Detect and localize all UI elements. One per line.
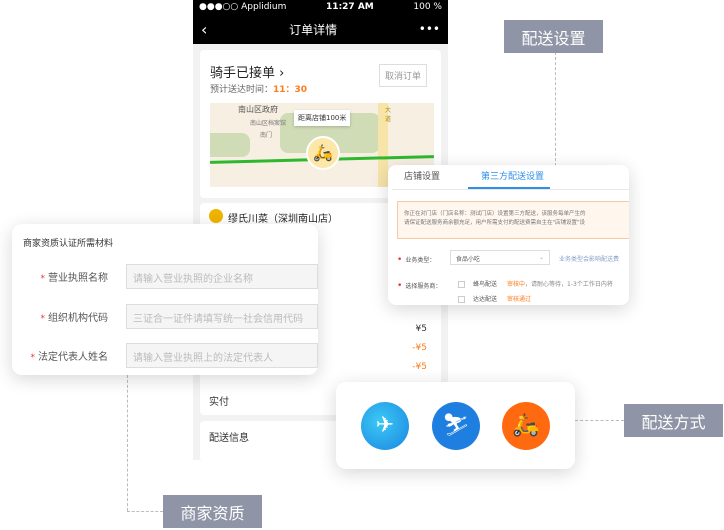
- clock: 11:27 AM: [326, 2, 374, 12]
- status-bar: ●●●○○ Applidium 11:27 AM 100 %: [193, 0, 448, 14]
- notice-box: 你正在对门店（门店名称：测试门店）设置第三方配送，该服务每单产生的 请保证配送服…: [397, 201, 629, 239]
- license-name-input[interactable]: 请输入营业执照的企业名称: [126, 264, 318, 289]
- qualification-panel: 商家资质认证所需材料 *营业执照名称 请输入营业执照的企业名称 *组织机构代码 …: [12, 224, 318, 375]
- provider-label: •选择服务商：: [397, 281, 442, 291]
- more-icon[interactable]: •••: [418, 22, 440, 36]
- field-label: *营业执照名称: [40, 273, 109, 284]
- tab-third-party-delivery[interactable]: 第三方配送设置: [481, 172, 545, 182]
- scooter-delivery-icon[interactable]: 🛵: [502, 402, 550, 450]
- notice-text: 你正在对门店（门店名称：测试门店）设置第三方配送，该服务每单产生的: [404, 211, 586, 217]
- biz-type-label: •业务类型：: [397, 255, 436, 265]
- dada-delivery-icon[interactable]: ⛷: [432, 402, 480, 450]
- connector-line: [127, 511, 163, 512]
- carrier: ●●●○○ Applidium: [199, 2, 287, 12]
- map-poi: 南门: [260, 132, 273, 139]
- back-icon[interactable]: ‹: [201, 19, 208, 39]
- provider-option[interactable]: 蜂鸟配送审核中，请耐心等待，1-3个工作日内将: [458, 279, 613, 288]
- legal-rep-input[interactable]: 请输入营业执照上的法定代表人: [126, 343, 318, 368]
- checkbox[interactable]: [458, 281, 465, 288]
- field-label: *组织机构代码: [40, 313, 109, 324]
- shop-name[interactable]: 缪氏川菜（深圳南山店）: [228, 214, 338, 225]
- cancel-order-button[interactable]: 取消订单: [378, 64, 427, 87]
- nav-bar: ‹ 订单详情 •••: [193, 14, 448, 44]
- field-label: *法定代表人姓名: [30, 352, 109, 363]
- org-code-input[interactable]: 三证合一证件请填写统一社会信用代码: [126, 304, 318, 329]
- connector-line: [575, 420, 624, 421]
- page-title: 订单详情: [289, 22, 338, 37]
- status-title[interactable]: 骑手已接单 ›: [210, 66, 285, 81]
- tab-underline: [468, 187, 550, 189]
- checkbox[interactable]: [458, 296, 465, 303]
- delivery-methods-panel: ✈ ⛷ 🛵: [336, 382, 575, 469]
- discount-value: -¥5: [412, 343, 427, 353]
- biz-type-hint: 业务类型会影响配送费: [559, 256, 620, 263]
- map-poi: 南山区政府: [238, 105, 278, 114]
- connector-line: [127, 375, 128, 511]
- order-status-card: 骑手已接单 › 预计送达时间：11：30 取消订单 南山区政府 南山区档案馆 南…: [200, 50, 441, 198]
- tab-shop-settings[interactable]: 店铺设置: [404, 172, 441, 182]
- battery: 100 %: [413, 2, 442, 12]
- rider-icon: 🛵: [306, 136, 340, 170]
- distance-tooltip: 距离店铺100米: [294, 110, 351, 126]
- shop-logo: [209, 209, 223, 223]
- eta-time: 11：30: [273, 85, 308, 95]
- delivery-settings-panel: 店铺设置 第三方配送设置 你正在对门店（门店名称：测试门店）设置第三方配送，该服…: [388, 165, 629, 305]
- delivery-info-title: 配送信息: [209, 433, 249, 444]
- tab-divider: [392, 189, 629, 190]
- hummingbird-delivery-icon[interactable]: ✈: [361, 402, 409, 450]
- discount-value: -¥5: [412, 362, 427, 372]
- park-area: [210, 133, 250, 157]
- eta: 预计送达时间：11：30: [210, 82, 307, 95]
- notice-text: 请保证配送服务商余额充足，用户所需支付的配送费需自主在"店铺设置"设: [404, 220, 586, 226]
- callout-delivery-settings: 配送设置: [504, 20, 603, 53]
- connector-line: [555, 52, 556, 166]
- biz-type-select[interactable]: 食品小吃⌄: [450, 250, 550, 265]
- qualification-title: 商家资质认证所需材料: [23, 239, 114, 249]
- paid-label: 实付: [209, 397, 229, 408]
- chevron-down-icon: ⌄: [538, 254, 544, 261]
- price-value: ¥5: [415, 324, 427, 334]
- eta-label: 预计送达时间：: [210, 85, 274, 95]
- callout-delivery-methods: 配送方式: [624, 404, 723, 437]
- provider-option[interactable]: 达达配送审核通过: [458, 294, 531, 303]
- callout-qualification: 商家资质: [163, 495, 262, 528]
- road: [378, 103, 388, 187]
- map-poi: 南山区档案馆: [250, 120, 287, 127]
- map-poi: 大道: [385, 107, 392, 123]
- map[interactable]: 南山区政府 南山区档案馆 南门 大道 距离店铺100米 🛵: [210, 103, 434, 187]
